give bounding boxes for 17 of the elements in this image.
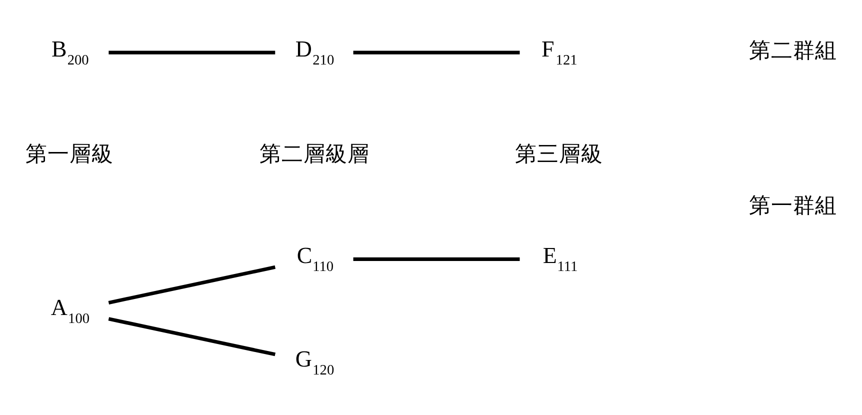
connector	[108, 50, 276, 54]
node-text: D$_{210}$	[295, 36, 334, 69]
node-text: G$_{120}$	[295, 346, 334, 378]
label: 第二層級層	[260, 142, 370, 166]
label: 第二群組	[748, 38, 837, 63]
label: 第三層級	[514, 142, 603, 166]
node-text: B$_{200}$	[52, 36, 89, 69]
label: 第一群組	[748, 194, 837, 218]
node-text: A$_{100}$	[50, 294, 90, 327]
connector	[108, 317, 276, 356]
label: 第一層級	[26, 142, 114, 166]
node-text: C$_{110}$	[296, 243, 334, 276]
connector	[353, 257, 520, 261]
node-text: E$_{111}$	[542, 243, 578, 276]
connector	[108, 265, 276, 304]
connector	[353, 50, 520, 54]
node-text: F$_{121}$	[541, 36, 578, 69]
